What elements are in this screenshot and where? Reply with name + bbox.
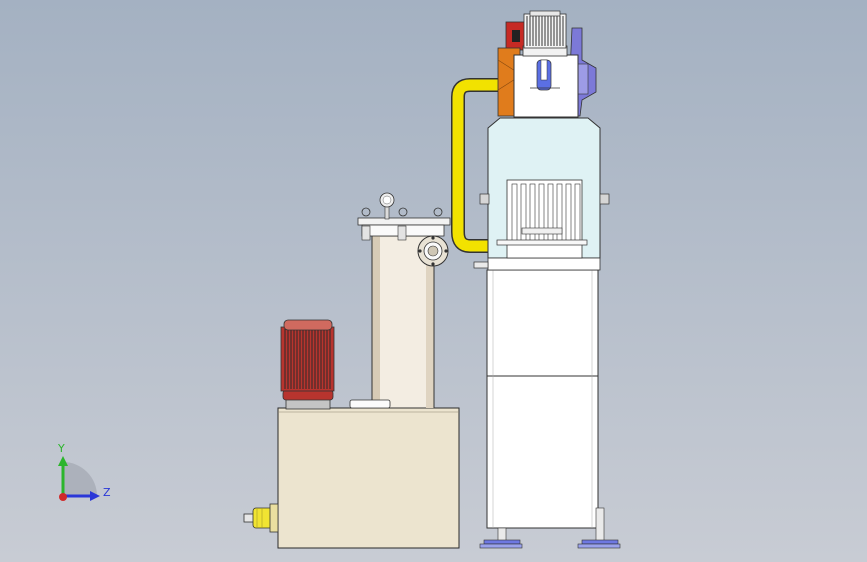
yellow-hose[interactable] xyxy=(451,78,500,253)
y-axis-label: Y xyxy=(58,442,65,455)
electric-motor[interactable] xyxy=(280,319,335,410)
triad-quadrant xyxy=(63,462,97,496)
filter-housing[interactable] xyxy=(349,207,451,409)
z-axis-head xyxy=(90,491,100,501)
heater-rod xyxy=(547,183,554,245)
inlet-fitting[interactable] xyxy=(243,503,279,533)
heater-rod xyxy=(520,183,527,245)
heater-rod xyxy=(511,183,518,245)
oil-tank[interactable] xyxy=(277,407,460,549)
heater-rod xyxy=(538,183,545,245)
z-axis-label: Z xyxy=(103,486,111,499)
coordinate-triad xyxy=(58,456,100,501)
leveling-feet[interactable] xyxy=(479,507,621,549)
heater-rod xyxy=(556,183,563,245)
y-axis-head xyxy=(58,456,68,466)
x-axis-dot xyxy=(59,493,67,501)
heater-element[interactable] xyxy=(496,179,588,259)
main-cabinet[interactable] xyxy=(473,117,610,529)
heater-rod xyxy=(565,183,572,245)
heater-rod xyxy=(529,183,536,245)
heater-rod xyxy=(574,183,581,245)
top-motor[interactable] xyxy=(513,10,579,118)
pressure-gauge[interactable] xyxy=(379,192,395,220)
